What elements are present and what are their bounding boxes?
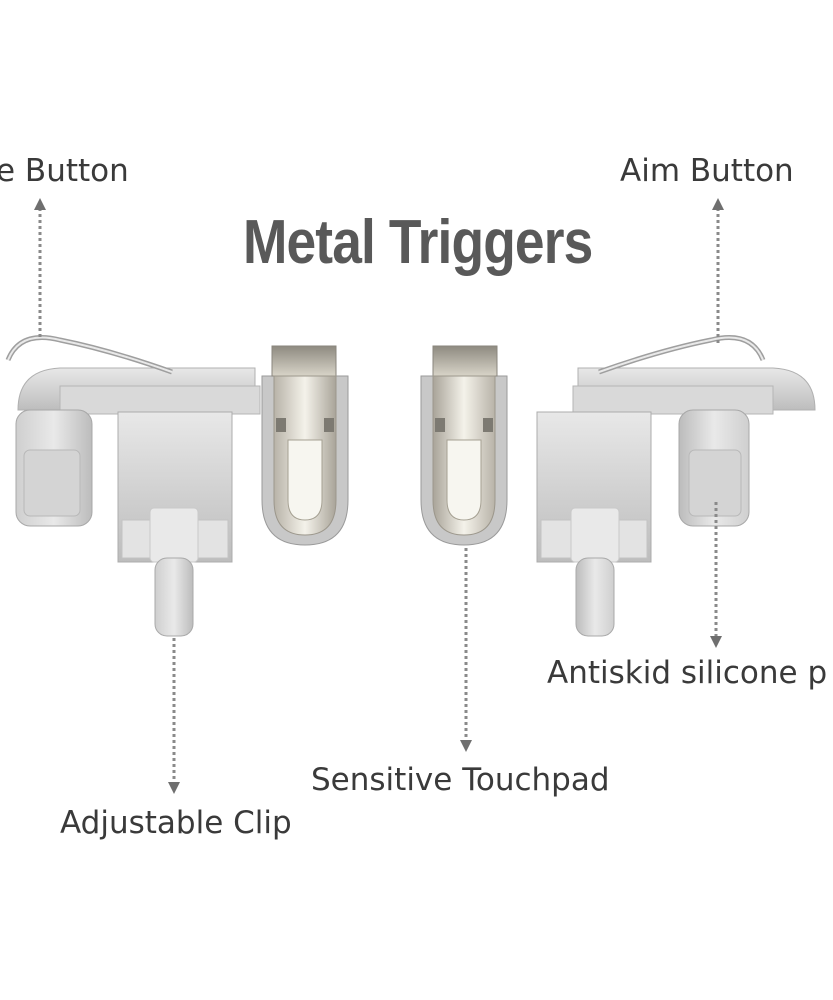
touchpad-label: Sensitive Touchpad (311, 762, 610, 798)
left-fire-button-wire (5, 335, 173, 375)
left-adjustable-clip (154, 557, 194, 637)
leader-lines (34, 198, 724, 794)
right-trigger (420, 335, 816, 637)
left-metal-trigger (261, 345, 349, 546)
antiskid-label: Antiskid silicone p (547, 655, 828, 691)
page-title: Metal Triggers (242, 208, 593, 277)
fire-button-label: e Button (0, 153, 129, 189)
aim-button-label: Aim Button (620, 153, 794, 189)
clip-label: Adjustable Clip (60, 805, 292, 841)
left-trigger (5, 335, 349, 637)
